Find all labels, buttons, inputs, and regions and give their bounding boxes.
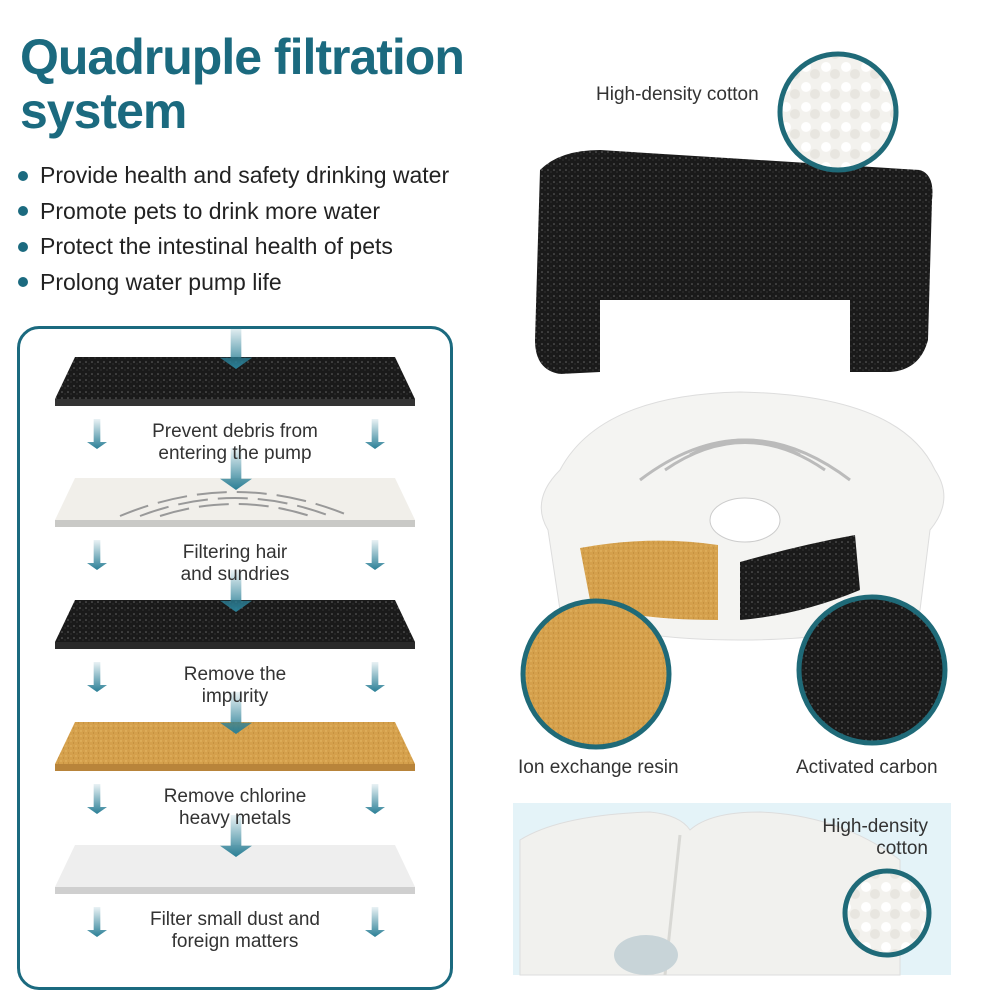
layer-caption-line: Remove the: [183, 664, 287, 685]
layer-caption-line: and sundries: [180, 564, 290, 585]
arrow-down-icon: [87, 784, 107, 814]
arrow-down-icon: [87, 419, 107, 449]
feature-text: Protect the intestinal health of pets: [40, 233, 393, 259]
feature-text: Provide health and safety drinking water: [40, 162, 450, 188]
bullet-icon: [18, 206, 28, 217]
layer-caption-line: Filtering hair: [182, 542, 288, 563]
arrow-down-icon: [220, 570, 252, 612]
resin-closeup: [520, 598, 672, 750]
feature-text: Promote pets to drink more water: [40, 197, 381, 224]
bottom-cotton-label: High-density cotton: [790, 816, 928, 860]
feature-text: Prolong water pump life: [40, 268, 282, 295]
cotton-closeup: [777, 51, 899, 173]
arrow-down-icon: [220, 327, 252, 369]
feature-item: Promote pets to drink more water: [18, 194, 449, 230]
filter-layer-edge: [55, 642, 415, 649]
feature-item: Provide health and safety drinking water: [18, 158, 449, 194]
bullet-icon: [18, 277, 28, 288]
arrow-down-icon: [365, 907, 385, 937]
sponge-filter: [535, 150, 933, 374]
layer-caption-line: foreign matters: [171, 931, 299, 952]
arrow-down-icon: [220, 815, 252, 857]
arrow-down-icon: [365, 540, 385, 570]
filter-cartridge: [540, 391, 945, 641]
layer-slot: [119, 491, 351, 517]
bottom-cotton-label-line: High-density: [822, 816, 928, 837]
filter-layer: [55, 722, 415, 764]
filter-layer-edge: [55, 887, 415, 894]
filter-layer: [55, 845, 415, 887]
layer-caption-line: entering the pump: [158, 443, 312, 464]
feature-item: Prolong water pump life: [18, 265, 449, 301]
bullet-icon: [18, 170, 28, 181]
carbon-closeup: [796, 594, 948, 746]
resin-label: Ion exchange resin: [518, 757, 679, 778]
page-title: Quadruple filtration system: [20, 29, 465, 139]
cotton-closeup-small: [842, 868, 932, 958]
layer-caption-line: Filter small dust and: [149, 909, 320, 930]
arrow-down-icon: [365, 662, 385, 692]
layer-slot: [159, 503, 311, 517]
layer-caption-line: Remove chlorine: [163, 786, 307, 807]
filter-layer-edge: [55, 520, 415, 527]
bullet-icon: [18, 241, 28, 252]
layer-caption-line: Prevent debris from: [152, 421, 318, 442]
arrow-down-icon: [365, 419, 385, 449]
arrow-down-icon: [87, 540, 107, 570]
arrow-down-icon: [87, 907, 107, 937]
layer-caption-line: impurity: [201, 686, 269, 707]
layer-caption-line: heavy metals: [179, 808, 291, 829]
layer-slot: [139, 497, 331, 517]
feature-item: Protect the intestinal health of pets: [18, 229, 449, 265]
arrow-down-icon: [365, 784, 385, 814]
arrow-down-icon: [87, 662, 107, 692]
bottom-cotton-label-line: cotton: [876, 838, 928, 859]
arrow-down-icon: [220, 448, 252, 490]
filter-layer: [55, 600, 415, 642]
filter-layer: [55, 357, 415, 399]
cotton-label: High-density cotton: [596, 84, 759, 105]
filter-layer-edge: [55, 764, 415, 771]
arrow-down-icon: [220, 692, 252, 734]
filter-layer-edge: [55, 399, 415, 406]
carbon-label: Activated carbon: [796, 757, 938, 778]
feature-list: Provide health and safety drinking water…: [18, 158, 449, 300]
